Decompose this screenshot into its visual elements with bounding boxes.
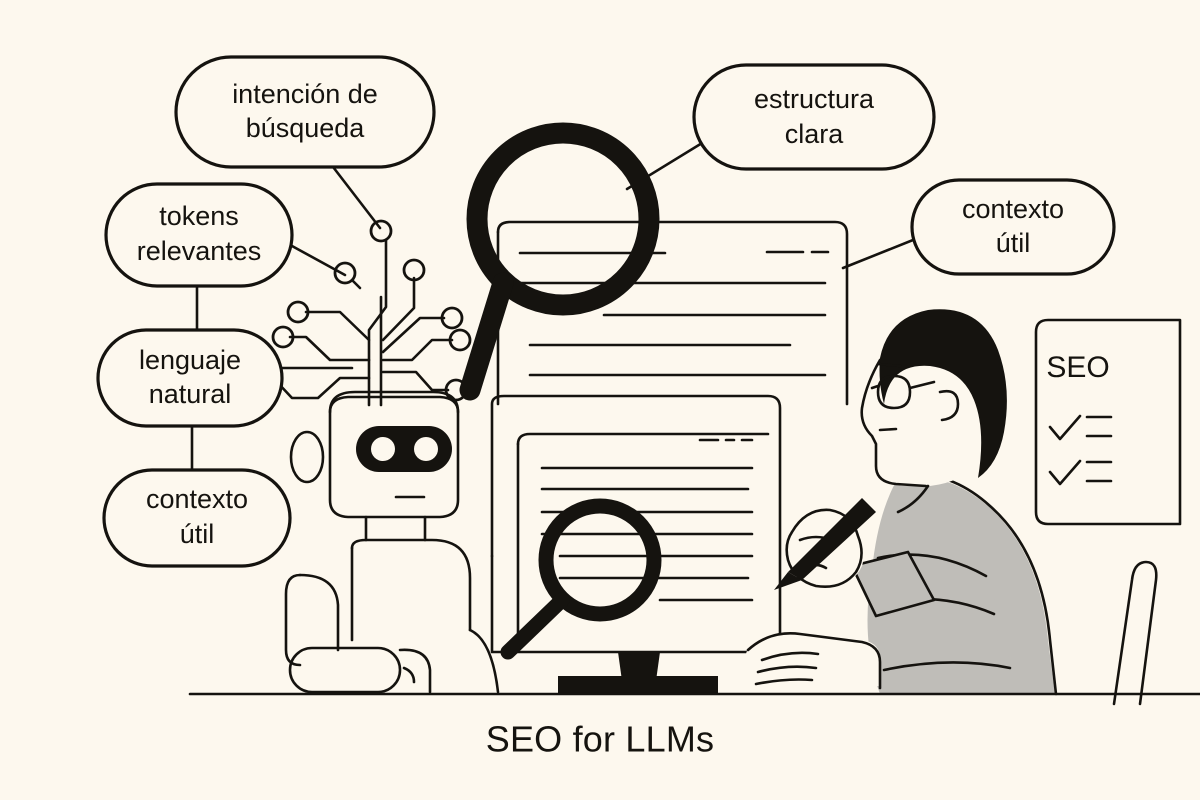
pill-shape-search-intent [174, 55, 436, 169]
chair [1112, 560, 1158, 706]
robot-figure [284, 390, 500, 694]
seo-checklist-card: SEO [1034, 318, 1182, 526]
monitor-base [558, 676, 718, 694]
circuit-tree [258, 219, 472, 407]
pill-text-clear-structure-line1: estructura [754, 84, 875, 114]
pill-label-search-intent[interactable]: intención de búsqueda [174, 55, 436, 169]
document-upper [496, 220, 849, 406]
pill-label-useful-context-right[interactable]: contexto útil [910, 178, 1116, 276]
pill-text-relevant-tokens-line2: relevantes [137, 236, 262, 266]
pill-text-search-intent-line2: búsqueda [246, 113, 366, 143]
pill-text-clear-structure-line2: clara [785, 119, 845, 149]
seo-card-title: SEO [1046, 351, 1109, 384]
person-hair [879, 309, 1007, 478]
magnifier-lower-icon [500, 498, 662, 660]
pill-shape-clear-structure [692, 63, 936, 171]
person-figure [744, 309, 1058, 696]
pill-text-natural-language-line1: lenguaje [139, 345, 241, 375]
pill-text-relevant-tokens-line1: tokens [159, 201, 239, 231]
magnifier-upper-icon [459, 122, 660, 401]
caption-title: SEO for LLMs [486, 719, 714, 760]
pill-shape-natural-language [96, 328, 284, 428]
pill-shape-useful-context-right [910, 178, 1116, 276]
check-icon-1 [1048, 414, 1082, 441]
pill-label-clear-structure[interactable]: estructura clara [692, 63, 936, 171]
pill-text-search-intent-line1: intención de [232, 79, 378, 109]
pill-label-relevant-tokens[interactable]: tokens relevantes [104, 182, 294, 288]
robot-forearm [288, 646, 402, 694]
pill-text-useful-context-left-line2: útil [180, 519, 215, 549]
pen [788, 498, 876, 580]
check-icon-2 [1048, 459, 1082, 486]
pill-text-useful-context-right-line1: contexto [962, 194, 1064, 224]
pill-label-useful-context-left[interactable]: contexto útil [102, 468, 292, 568]
pill-label-natural-language[interactable]: lenguaje natural [96, 328, 284, 428]
pill-text-natural-language-line2: natural [149, 379, 232, 409]
pill-text-useful-context-right-line2: útil [996, 228, 1031, 258]
pill-text-useful-context-left-line1: contexto [146, 484, 248, 514]
pill-shape-useful-context-left [102, 468, 292, 568]
pill-shape-relevant-tokens [104, 182, 294, 288]
